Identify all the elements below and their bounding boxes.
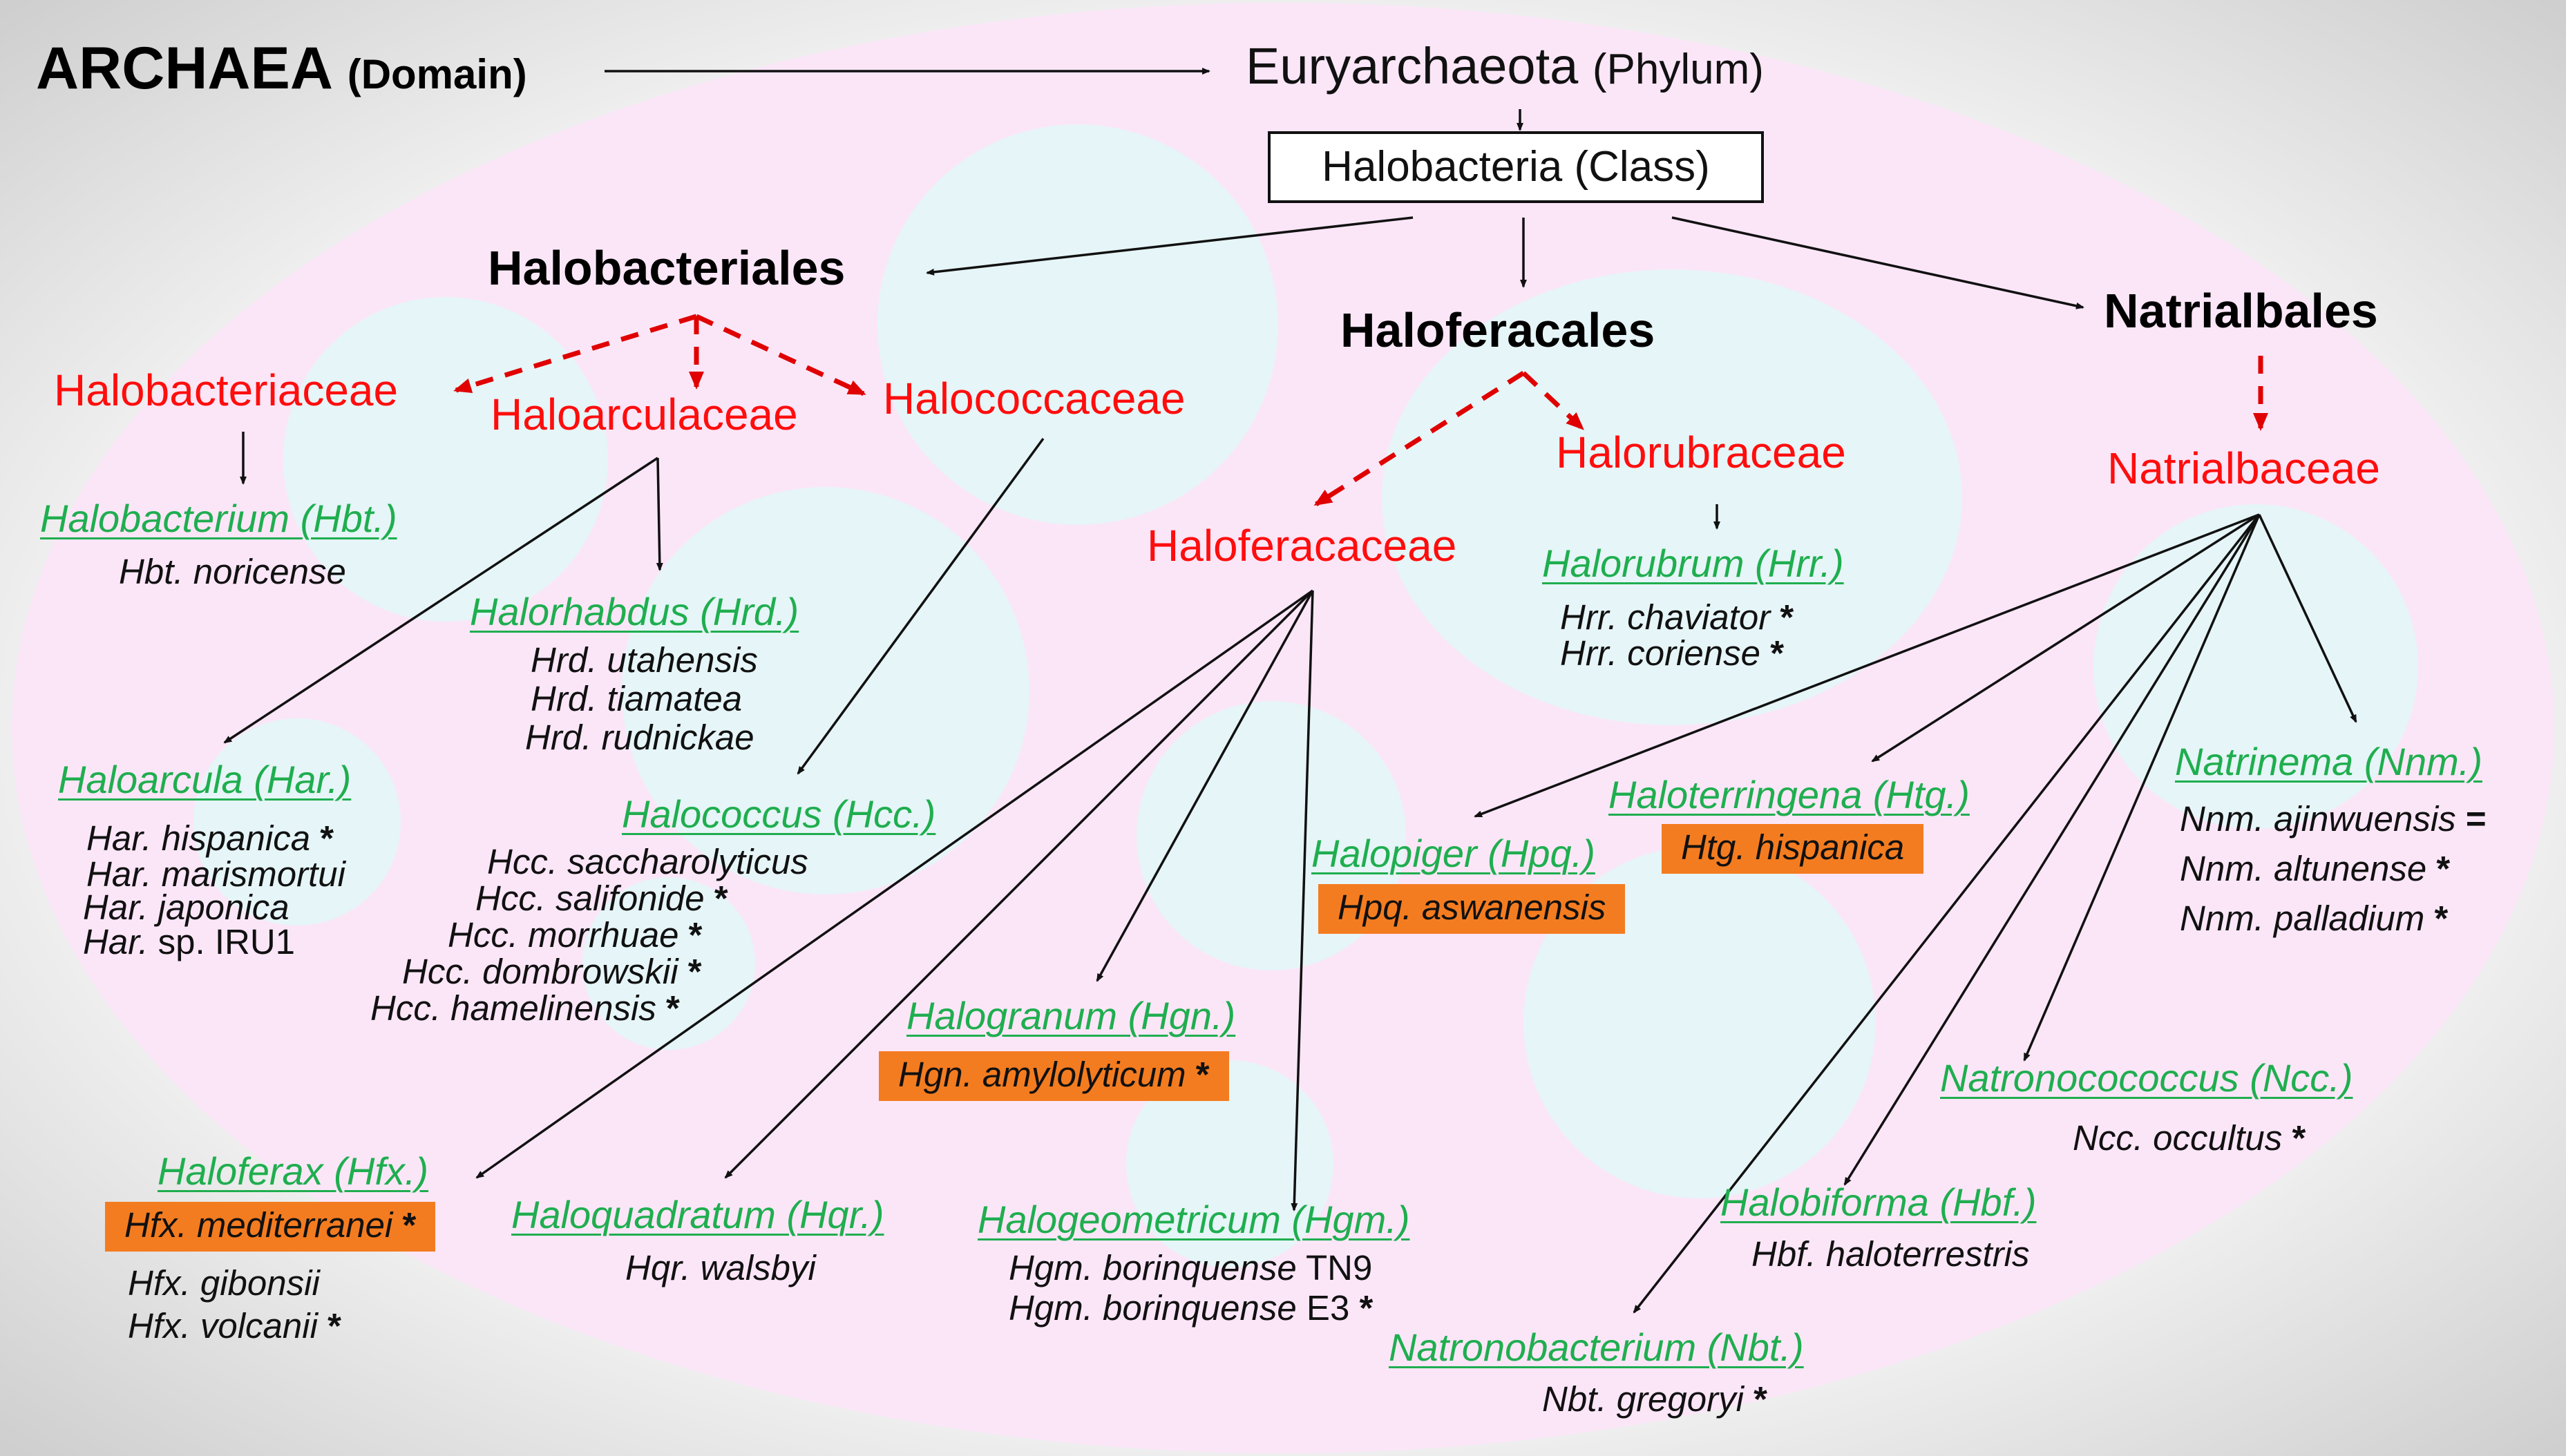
genus-natrinema: Natrinema (Nnm.) [2175, 740, 2482, 783]
dashed-arrow-to-halobacteriaceae [453, 314, 698, 394]
dashed-arrow-to-halorubraceae [1521, 371, 1584, 430]
genus-halopiger: Halopiger (Hpq.) [1311, 832, 1595, 875]
species-hcc-hamelinensis: Hcc. hamelinensis * [370, 988, 680, 1028]
family-haloarculaceae: Haloarculaceae [491, 390, 798, 439]
species-hgm-borinquense-tn9: Hgm. borinquense TN9 [1009, 1248, 1373, 1287]
family-halococcaceae: Halococcaceae [883, 374, 1186, 423]
arrow-natrialbaceae-to-natronobacterium [1633, 513, 2261, 1314]
species-hrd-rudnickae: Hrd. rudnickae [525, 718, 754, 757]
genus-halorhabdus: Halorhabdus (Hrd.) [470, 590, 799, 633]
species-ncc-occultus: Ncc. occultus * [2073, 1118, 2306, 1158]
species-hfx-volcanii: Hfx. volcanii * [128, 1306, 341, 1345]
species-hqr-walsbyi: Hqr. walsbyi [625, 1248, 816, 1287]
phylum-label: Euryarchaeota (Phylum) [1246, 38, 1764, 94]
arrow-haloferacaceae-to-haloferax [475, 589, 1314, 1179]
arrow-haloarculaceae-to-haloarcula [223, 457, 658, 744]
genus-haloarcula: Haloarcula (Har.) [58, 758, 352, 801]
genus-halorubrum: Halorubrum (Hrr.) [1542, 542, 1844, 585]
species-hcc-morrhuae: Hcc. morrhuae * [448, 915, 703, 955]
family-natrialbaceae: Natrialbaceae [2107, 443, 2380, 493]
arrow-halococcaceae-to-halococcus [797, 437, 1045, 775]
species-hgm-borinquense-e3: Hgm. borinquense E3 * [1009, 1288, 1374, 1328]
phylum-rank: (Phylum) [1592, 46, 1764, 93]
arrow-haloferacaceae-to-halogranum [1096, 590, 1314, 982]
species-nnm-altunense: Nnm. altunense * [2180, 849, 2451, 888]
genus-haloterrigena: Haloterringena (Htg.) [1608, 773, 1970, 816]
domain-rank: (Domain) [347, 51, 527, 97]
family-halobacteriaceae: Halobacteriaceae [54, 365, 399, 415]
species-hbt-noricense: Hbt. noricense [119, 552, 346, 591]
arrow-natrialbaceae-to-halopiger [1474, 513, 2260, 818]
genus-natronobacterium: Natronobacterium (Nbt.) [1389, 1325, 1804, 1369]
genus-haloferax: Haloferax (Hfx.) [158, 1149, 429, 1193]
species-har-iru1: Har. sp. IRU1 [83, 922, 296, 961]
order-halobacteriales: Halobacteriales [488, 241, 846, 295]
order-haloferacales: Haloferacales [1340, 303, 1655, 357]
dashed-arrow-to-halococcaceae [695, 314, 866, 396]
species-hrd-tiamatea: Hrd. tiamatea [531, 679, 743, 718]
species-hfx-gibonsii: Hfx. gibonsii [128, 1263, 320, 1303]
phylum-name: Euryarchaeota [1246, 37, 1579, 95]
species-hcc-dombrowskii: Hcc. dombrowskii * [402, 952, 702, 991]
family-halorubraceae: Halorubraceae [1556, 428, 1846, 477]
species-hfx-mediterranei: Hfx. mediterranei * [105, 1202, 436, 1252]
arrow-haloferacaceae-to-halogeometricum [1291, 590, 1314, 1211]
species-hcc-salifonide: Hcc. salifonide * [475, 879, 728, 918]
species-har-marismortui: Har. marismortui [86, 854, 345, 894]
species-hbf-haloterrestris: Hbf. haloterrestris [1751, 1234, 2030, 1274]
genus-halococcus: Halococcus (Hcc.) [622, 792, 936, 836]
arrow-natrialbaceae-to-haloterrigena [1871, 513, 2260, 763]
arrow-class-to-natrialbales [1671, 216, 2084, 309]
dashed-arrow-to-haloferacaceae [1313, 371, 1525, 506]
genus-natronococcus: Natronocococcus (Ncc.) [1940, 1056, 2353, 1100]
species-nnm-palladium: Nnm. palladium * [2180, 899, 2449, 938]
arrow-haloferacaceae-to-haloquadratum [724, 589, 1314, 1179]
species-nbt-gregoryi: Nbt. gregoryi * [1542, 1379, 1767, 1419]
species-hcc-saccharolyticus: Hcc. saccharolyticus [487, 842, 808, 881]
species-nnm-ajinwuensis: Nnm. ajinwuensis = [2180, 799, 2487, 839]
arrow-natrialbaceae-to-halobiforma [1843, 514, 2261, 1186]
domain-name: ARCHAEA [36, 35, 331, 102]
order-natrialbales: Natrialbales [2104, 284, 2378, 338]
genus-halobiforma: Halobiforma (Hbf.) [1720, 1180, 2037, 1224]
decorative-bubbles [193, 124, 2418, 1267]
species-hrr-coriense: Hrr. coriense * [1560, 633, 1785, 673]
family-haloferacaceae: Haloferacaceae [1147, 521, 1457, 571]
genus-halogeometricum: Halogeometricum (Hgm.) [978, 1198, 1410, 1241]
species-htg-hispanica: Htg. hispanica [1662, 824, 1924, 874]
species-hpq-aswanensis: Hpq. aswanensis [1318, 884, 1626, 935]
arrow-haloarculaceae-to-halorhabdus [656, 457, 663, 571]
arrow-natrialbaceae-to-natronococcus [2023, 514, 2261, 1062]
species-har-japonica: Har. japonica [83, 888, 289, 927]
species-hrr-chaviator: Hrr. chaviator * [1560, 597, 1794, 637]
genus-halobacterium: Halobacterium (Hbt.) [40, 497, 397, 540]
genus-haloquadratum: Haloquadratum (Hqr.) [511, 1193, 884, 1236]
arrow-natrialbaceae-to-natrinema [2258, 514, 2357, 723]
species-hgn-amylolyticum: Hgn. amylolyticum * [879, 1051, 1229, 1102]
arrow-class-to-halobacteriales [926, 216, 1414, 276]
domain-label: ARCHAEA (Domain) [36, 36, 527, 102]
class-box: Halobacteria (Class) [1268, 131, 1764, 204]
genus-halogranum: Halogranum (Hgn.) [906, 994, 1236, 1037]
species-hrd-utahensis: Hrd. utahensis [531, 640, 758, 680]
species-har-hispanica: Har. hispanica * [86, 818, 334, 858]
